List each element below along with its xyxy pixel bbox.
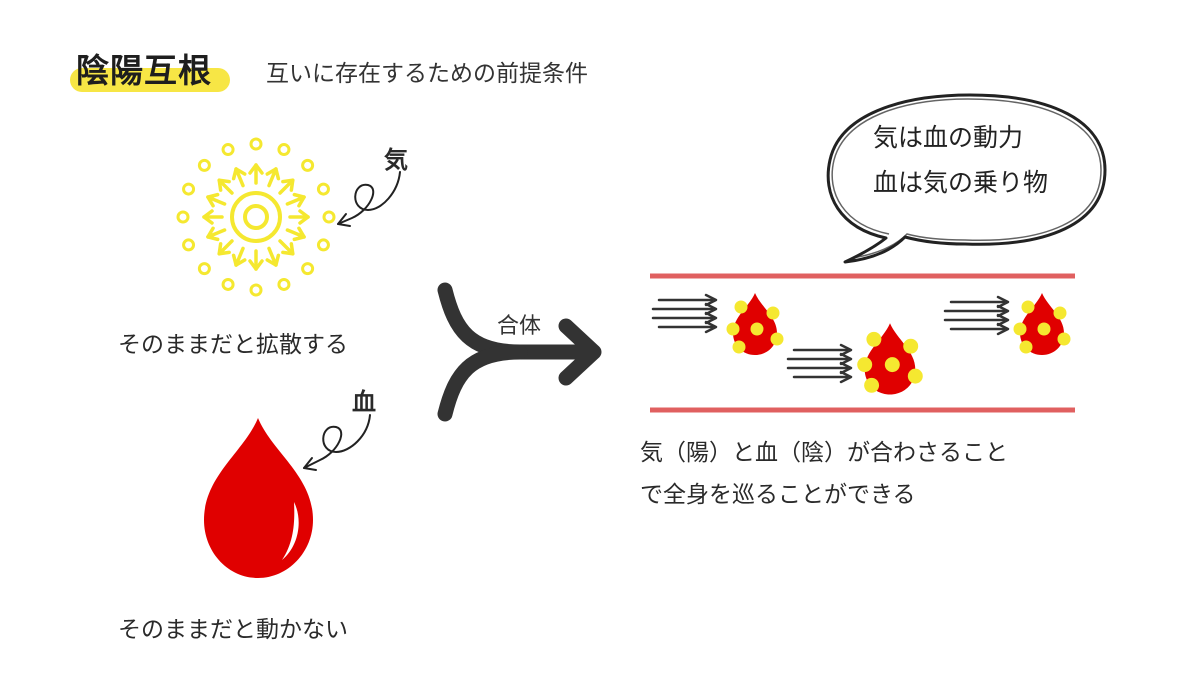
qi-particle xyxy=(1057,332,1071,346)
qi-particle xyxy=(726,322,740,336)
qi-particle xyxy=(1019,340,1033,354)
small-blood-drop xyxy=(733,293,777,355)
qi-particle xyxy=(770,332,784,346)
merge-label: 合体 xyxy=(497,314,542,339)
speech-text: 気は血の動力 血は気の乗り物 xyxy=(873,115,1048,205)
qi-particle xyxy=(864,377,880,393)
page-title: 陰陽互根 xyxy=(76,51,212,90)
qi-particle xyxy=(750,322,764,336)
small-blood-drop xyxy=(1020,293,1064,355)
qi-particle xyxy=(903,338,919,354)
blood-caption: そのままだと動かない xyxy=(118,617,348,643)
qi-particle xyxy=(1021,300,1035,314)
result-caption: 気（陽）と血（陰）が合わさること で全身を巡ることができる xyxy=(640,432,1008,516)
qi-particle xyxy=(1037,322,1051,336)
qi-caption: そのままだと拡散する xyxy=(118,332,348,358)
qi-particle xyxy=(732,340,746,354)
qi-particle xyxy=(857,357,873,373)
qi-particle xyxy=(734,300,748,314)
qi-particle xyxy=(907,368,923,384)
flow-group-1 xyxy=(651,293,784,355)
qi-particle xyxy=(766,306,780,320)
qi-particle xyxy=(1053,306,1067,320)
qi-label: 気 xyxy=(384,146,408,174)
title-block: 陰陽互根 xyxy=(68,40,238,92)
small-blood-drop xyxy=(864,323,916,395)
qi-particle xyxy=(866,331,882,347)
flow-group-2 xyxy=(786,323,923,395)
page-subtitle: 互いに存在するための前提条件 xyxy=(266,61,588,87)
flow-group-3 xyxy=(943,293,1071,355)
result-line-1: 気（陽）と血（陰）が合わさること xyxy=(640,440,1008,466)
qi-particle xyxy=(884,357,900,373)
blood-label: 血 xyxy=(352,388,376,416)
qi-particle xyxy=(1013,322,1027,336)
result-line-2: で全身を巡ることができる xyxy=(640,482,916,508)
speech-line-1: 気は血の動力 xyxy=(873,123,1024,152)
speech-line-2: 血は気の乗り物 xyxy=(873,168,1049,197)
title-highlight xyxy=(70,68,230,92)
